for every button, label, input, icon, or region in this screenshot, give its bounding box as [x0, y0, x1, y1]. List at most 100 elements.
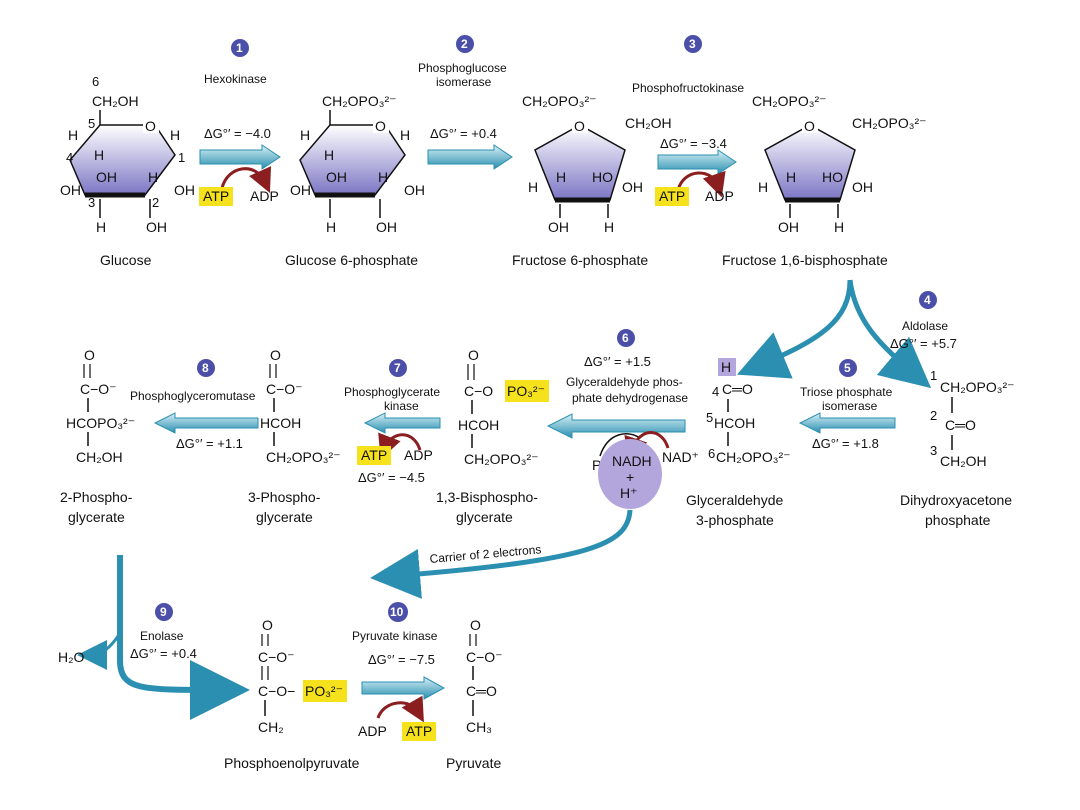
glucose-ch2oh: CH₂OH — [92, 93, 139, 109]
step-8-number: 8 — [202, 361, 209, 375]
pg3-row-2: HCOH — [260, 415, 301, 431]
step-9-number: 9 — [160, 605, 167, 619]
bpg-po3: PO₃²⁻ — [507, 383, 545, 399]
h-label: H — [324, 147, 334, 163]
pg3-o: O — [270, 347, 281, 363]
adp-label: ADP — [404, 447, 433, 463]
bpg-label-line-2: glycerate — [456, 509, 513, 525]
pyruvate-label: Pyruvate — [446, 755, 501, 771]
bpg-row-1: C−O — [464, 383, 493, 399]
isomerase-label: isomerase — [822, 399, 878, 413]
step-badge — [155, 603, 173, 621]
phosphoglycerate-kinase-label: Phosphoglycerate — [344, 385, 440, 399]
reaction-arrow — [361, 676, 446, 700]
step-5: 5 Triose phosphate isomerase ΔG°′ = +1.8 — [798, 359, 896, 451]
glucose-oh-label: OH — [146, 219, 167, 235]
h-label: H — [378, 169, 388, 185]
pyruvate-row-3: CH₃ — [466, 719, 492, 735]
phosphoenolpyruvate-molecule: O C−O⁻ C−O− PO₃²⁻ CH₂ Phosphoenolpyruvat… — [224, 617, 360, 771]
atp-highlight — [655, 187, 689, 206]
step-3: 3 Phosphofructokinase ΔG°′ = −3.4 ATP AD… — [632, 35, 744, 206]
step-badge — [919, 291, 937, 309]
pg3-label-line-2: glycerate — [256, 509, 313, 525]
nad-label: NAD⁺ — [662, 449, 699, 465]
reaction-arrow — [657, 149, 737, 175]
glucose-c5-number: 5 — [88, 116, 95, 131]
oh-label: OH — [376, 219, 397, 235]
glucose-6-phosphate-molecule: CH₂OPO₃²⁻ O H H H H OH OH OH H OH Glucos… — [285, 93, 425, 268]
pg2-o: O — [84, 347, 95, 363]
step-6: 6 ΔG°′ = +1.5 Glyceraldehyde phos- phate… — [546, 329, 699, 509]
step-3-number: 3 — [689, 37, 696, 51]
step-badge — [839, 359, 857, 377]
pep-row-1: C−O⁻ — [258, 649, 295, 665]
step-badge — [388, 602, 408, 622]
adp-label: ADP — [705, 188, 734, 204]
step-7-delta-g: ΔG°′ = −4.5 — [358, 470, 425, 485]
carrier-arrow — [370, 509, 633, 599]
f16bp-ring — [764, 124, 856, 201]
reaction-arrow — [427, 144, 513, 170]
h2o-label: H₂O — [58, 649, 85, 665]
step-4-number: 4 — [924, 293, 931, 307]
gap-h: H — [721, 359, 731, 375]
step-10-number: 10 — [390, 605, 404, 619]
glyceraldehyde-3-phosphate-molecule: H 4 C═O 5 HCOH 6 CH₂OPO₃²⁻ Glyceraldehyd… — [686, 358, 791, 528]
step-8-delta-g: ΔG°′ = +1.1 — [176, 436, 243, 451]
bpg-label-line-1: 1,3-Bisphospho- — [436, 489, 538, 505]
step-8: 8 Phosphoglyceromutase ΔG°′ = +1.1 — [130, 359, 259, 451]
glucose-oh-label: OH — [96, 169, 117, 185]
kinase-label: kinase — [384, 399, 419, 413]
gap-label-line-2: 3-phosphate — [696, 512, 774, 528]
pg2-row-1: C−O⁻ — [80, 381, 117, 397]
curved-arrow — [220, 166, 271, 193]
pg3-label-line-1: 3-Phospho- — [248, 489, 321, 505]
f6p-ring — [534, 124, 626, 201]
step-badge — [231, 39, 249, 57]
glucose-h-label: H — [94, 147, 104, 163]
h-label: H — [758, 179, 768, 195]
glucose-h-label: H — [170, 127, 180, 143]
aldolase-arrow-left — [736, 279, 853, 379]
step-10: 10 Pyruvate kinase ΔG°′ = −7.5 ADP ATP — [352, 602, 446, 741]
dhap-label-line-2: phosphate — [925, 512, 991, 528]
gap-row-2: HCOH — [714, 415, 755, 431]
pep-row-3: CH₂ — [258, 719, 284, 735]
ho-label: HO — [822, 169, 843, 185]
pep-row-2: C−O− — [258, 683, 295, 699]
ho-label: HO — [592, 169, 613, 185]
c-number: 2 — [930, 408, 937, 423]
oh-label: OH — [326, 169, 347, 185]
step-3-delta-g: ΔG°′ = −3.4 — [660, 136, 727, 151]
nadh-bubble — [598, 439, 662, 509]
glucose-molecule: 6 CH₂OH O 5 4 3 2 1 H H H H OH OH OH H O… — [60, 74, 195, 268]
aldehyde-h-highlight — [718, 358, 736, 376]
oh-label: OH — [290, 182, 311, 198]
fructose-6-phosphate-label: Fructose 6-phosphate — [512, 252, 648, 268]
phosphoenolpyruvate-label: Phosphoenolpyruvate — [224, 755, 360, 771]
step-9-delta-g: ΔG°′ = +0.4 — [130, 646, 197, 661]
nadh-label: NADH — [612, 453, 652, 469]
step-5-number: 5 — [844, 361, 851, 375]
hexokinase-label: Hexokinase — [204, 72, 267, 86]
bpg-o: O — [468, 347, 479, 363]
phosphoglucose-isomerase-label: Phosphoglucose — [418, 61, 507, 75]
triose-phosphate-isomerase-label: Triose phosphate — [800, 385, 893, 399]
atp-label: ATP — [203, 188, 229, 204]
h-label: H — [400, 127, 410, 143]
3-phosphoglycerate-molecule: O C−O⁻ HCOH CH₂OPO₃²⁻ 3-Phospho- glycera… — [248, 347, 341, 525]
oh-label: OH — [548, 219, 569, 235]
curved-arrow — [376, 695, 424, 723]
pyruvate-o: O — [470, 617, 481, 633]
gapdh-label-line-2: phate dehydrogenase — [572, 391, 688, 405]
f6p-ch2opo3: CH₂OPO₃²⁻ — [522, 93, 597, 109]
hplus-label: H⁺ — [620, 485, 638, 501]
glucose-c4-number: 4 — [66, 150, 73, 165]
adp-label: ADP — [250, 188, 279, 204]
step-5-delta-g: ΔG°′ = +1.8 — [812, 436, 879, 451]
water-release-arrow — [77, 629, 124, 670]
atp-highlight — [357, 446, 391, 465]
oh-label: OH — [404, 182, 425, 198]
pyruvate-row-2: C═O — [466, 683, 497, 699]
pg3-row-1: C−O⁻ — [266, 381, 303, 397]
